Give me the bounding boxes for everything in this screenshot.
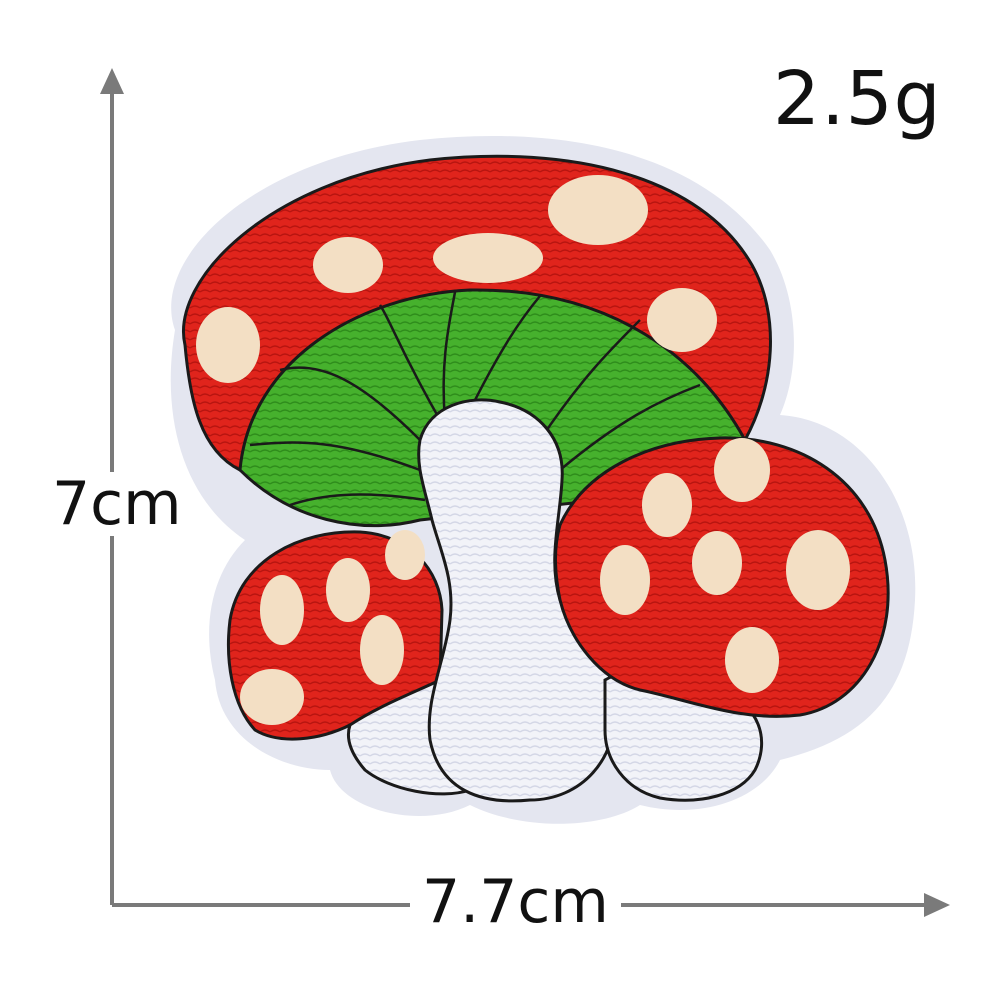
width-label: 7.7cm	[410, 872, 621, 932]
weight-label: 2.5g	[773, 56, 942, 142]
main-stem	[417, 398, 617, 803]
height-label: 7cm	[52, 469, 182, 539]
gill-lines	[249, 291, 701, 507]
cap-spots	[196, 175, 850, 725]
